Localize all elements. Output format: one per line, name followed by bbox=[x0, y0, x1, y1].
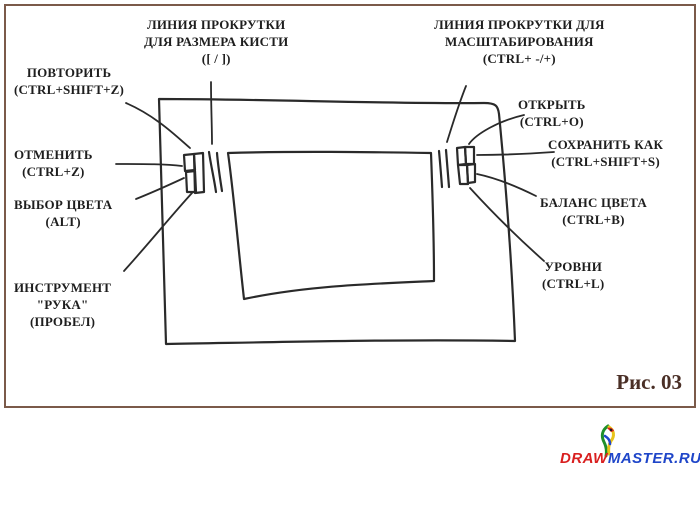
label-brush-scroll: ЛИНИЯ ПРОКРУТКИ ДЛЯ РАЗМЕРА КИСТИ ([ / ]… bbox=[144, 16, 288, 67]
brush-scroll-strip bbox=[209, 152, 216, 192]
pointer-brush bbox=[211, 82, 212, 144]
label-hand-tool: ИНСТРУМЕНТ "РУКА" (ПРОБЕЛ) bbox=[14, 279, 111, 330]
drawmaster-logo[interactable]: DRAWMASTER.RU bbox=[556, 424, 696, 480]
zoom-scroll-strip bbox=[439, 151, 442, 187]
drawing-area bbox=[228, 152, 434, 299]
pointer-hand bbox=[124, 193, 192, 271]
label-undo: ОТМЕНИТЬ (CTRL+Z) bbox=[14, 146, 93, 180]
label-redo: ПОВТОРИТЬ (CTRL+SHIFT+Z) bbox=[14, 64, 124, 98]
figure-frame: ЛИНИЯ ПРОКРУТКИ ДЛЯ РАЗМЕРА КИСТИ ([ / ]… bbox=[4, 4, 696, 408]
pointer-undo bbox=[116, 164, 182, 166]
brand-text: DRAWMASTER.RU bbox=[560, 450, 700, 467]
figure-caption: Рис. 03 bbox=[616, 370, 682, 395]
label-levels: УРОВНИ (CTRL+L) bbox=[542, 258, 604, 292]
label-open: ОТКРЫТЬ (CTRL+O) bbox=[518, 96, 586, 130]
pointer-color bbox=[136, 178, 184, 199]
label-zoom-scroll: ЛИНИЯ ПРОКРУТКИ ДЛЯ МАСШТАБИРОВАНИЯ (CTR… bbox=[434, 16, 605, 67]
pointer-open bbox=[469, 115, 524, 144]
label-color-pick: ВЫБОР ЦВЕТА (ALT) bbox=[14, 196, 112, 230]
pointer-zoom bbox=[447, 86, 466, 142]
right-button-balance bbox=[467, 164, 475, 183]
right-button-save bbox=[465, 147, 474, 164]
pointer-save bbox=[477, 152, 554, 155]
label-color-balance: БАЛАНС ЦВЕТА (CTRL+B) bbox=[540, 194, 647, 228]
label-save-as: СОХРАНИТЬ КАК (CTRL+SHIFT+S) bbox=[548, 136, 663, 170]
pointer-redo bbox=[126, 103, 190, 148]
